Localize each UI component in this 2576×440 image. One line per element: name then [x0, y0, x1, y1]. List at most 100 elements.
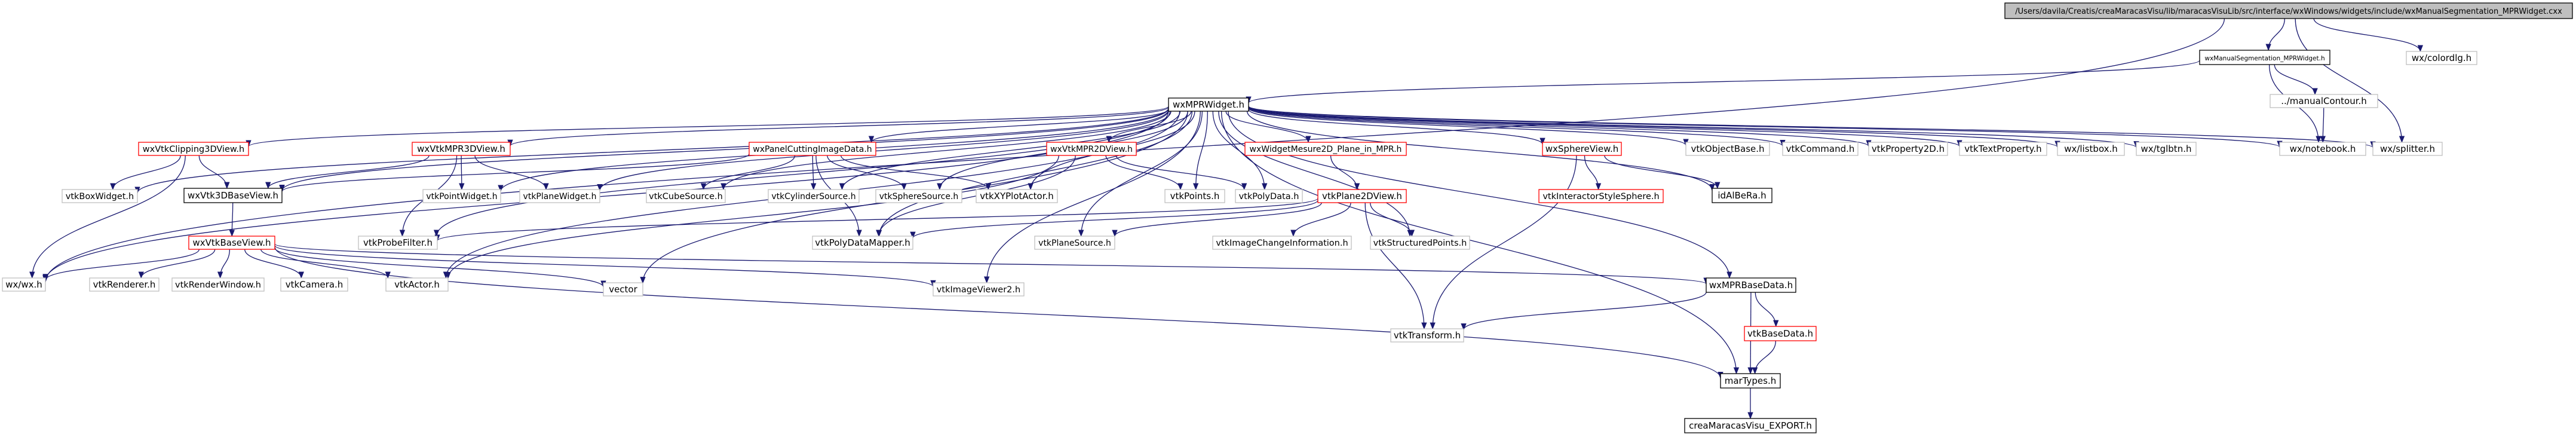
- node-label: vtkRenderer.h: [93, 279, 156, 290]
- node-box: [2057, 142, 2125, 156]
- node-wxVtkMPR3DView[interactable]: wxVtkMPR3DView.h: [412, 142, 511, 156]
- node-creaMaracasVisu_EXPORT[interactable]: creaMaracasVisu_EXPORT.h: [1684, 418, 1817, 433]
- node-label: vtkPlaneWidget.h: [523, 192, 597, 201]
- edge-wxMPRWidget-to-vtkProperty2D: [1248, 106, 1872, 147]
- edge-vtkBaseData-to-marTypes: [1752, 340, 1777, 375]
- node-vtkProperty2D[interactable]: vtkProperty2D.h: [1868, 142, 1948, 156]
- edge-wxMPRWidget-to-wxPanelCutting: [869, 109, 1169, 143]
- node-label: vtkPlane2DView.h: [1322, 191, 1402, 201]
- node-box: [1244, 142, 1407, 156]
- node-colordlg[interactable]: wx/colordlg.h: [2406, 51, 2477, 65]
- edge-wxSphereView-to-vtkTransform: [1430, 155, 1577, 330]
- node-box: [1370, 236, 1470, 250]
- node-vtkPlaneSource[interactable]: vtkPlaneSource.h: [1034, 236, 1115, 250]
- node-label: vtkBaseData.h: [1747, 328, 1813, 339]
- node-label: wxVtkMPR3DView.h: [417, 143, 505, 154]
- edge-wxMPRBaseData-to-vtkTransform: [1461, 292, 1707, 331]
- node-vtkProbeFilter[interactable]: vtkProbeFilter.h: [358, 236, 438, 250]
- node-label: vtkImageViewer2.h: [937, 285, 1020, 295]
- node-label: wx/tglbtn.h: [2141, 143, 2192, 154]
- node-label: vtkPointWidget.h: [426, 192, 497, 201]
- node-vector[interactable]: vector: [603, 282, 643, 297]
- node-wxnotebook[interactable]: wx/notebook.h: [2279, 142, 2366, 156]
- node-vtkPolyDataMapper[interactable]: vtkPolyDataMapper.h: [812, 236, 913, 250]
- node-box: [933, 282, 1025, 297]
- node-vtkImageChangeInformation[interactable]: vtkImageChangeInformation.h: [1212, 236, 1352, 250]
- node-box: [62, 189, 138, 203]
- node-vtkRenderer[interactable]: vtkRenderer.h: [89, 277, 160, 292]
- node-vtkTransform[interactable]: vtkTransform.h: [1390, 328, 1464, 343]
- node-box: [183, 188, 283, 203]
- node-wxVtk3DBaseView[interactable]: wxVtk3DBaseView.h: [183, 188, 283, 203]
- node-vtkCubeSource[interactable]: vtkCubeSource.h: [646, 189, 726, 203]
- node-vtkObjectBase[interactable]: vtkObjectBase.h: [1685, 142, 1770, 156]
- node-wxPanelCutting[interactable]: wxPanelCuttingImageData.h: [749, 142, 876, 156]
- edge-wxMPRWidget-to-vtkCubeSource: [720, 111, 1172, 191]
- node-wxVtkMPR2DView[interactable]: wxVtkMPR2DView.h: [1046, 142, 1137, 156]
- edge-wxVtkMPR2DView-to-vtkPoints: [1105, 155, 1183, 191]
- node-wxSphereView[interactable]: wxSphereView.h: [1542, 142, 1622, 156]
- node-box: [1235, 189, 1303, 203]
- edge-wxSphereView-to-idAlBeRa: [1604, 155, 1721, 190]
- node-box: [188, 236, 275, 250]
- node-label: vtkCamera.h: [286, 279, 344, 290]
- node-box: [1706, 277, 1796, 293]
- node-vtkRenderWindow[interactable]: vtkRenderWindow.h: [171, 277, 265, 292]
- edge-vtkPlane2DView-to-vtkStructuredPoints: [1370, 202, 1415, 237]
- node-box: [2136, 142, 2197, 156]
- node-vtkXYPlotActor[interactable]: vtkXYPlotActor.h: [976, 189, 1058, 203]
- node-marTypes[interactable]: marTypes.h: [1720, 373, 1781, 389]
- edge-wxMPRWidget-to-vtkStructuredPoints: [1218, 111, 1413, 237]
- node-vtkCommand[interactable]: vtkCommand.h: [1782, 142, 1859, 156]
- edge-wxVtkBaseView-to-marTypes: [274, 246, 1724, 379]
- node-vtkPlaneWidget[interactable]: vtkPlaneWidget.h: [519, 189, 600, 203]
- node-label: wx/notebook.h: [2290, 143, 2356, 154]
- node-vtkPointWidget[interactable]: vtkPointWidget.h: [422, 189, 501, 203]
- node-vtkPlane2DView[interactable]: vtkPlane2DView.h: [1317, 189, 1407, 203]
- node-box: [1046, 142, 1137, 156]
- node-box: [749, 142, 876, 156]
- node-vtkCamera[interactable]: vtkCamera.h: [280, 277, 348, 292]
- edge-wxVtkMPR3DView-to-vtkPointWidget: [459, 155, 465, 191]
- node-vtkSphereSource[interactable]: vtkSphereSource.h: [875, 189, 962, 203]
- edge-wxVtkClipping3DView-to-wxwx: [29, 155, 186, 279]
- node-box: [2004, 2, 2573, 19]
- node-box: [2372, 142, 2443, 156]
- edge-wxPanelCutting-to-vtkCylinderSource: [811, 155, 817, 191]
- node-root[interactable]: /Users/davila/Creatis/creaMaracasVisu/li…: [2004, 2, 2573, 19]
- node-wxlistbox[interactable]: wx/listbox.h: [2057, 142, 2125, 156]
- node-vtkImageViewer2[interactable]: vtkImageViewer2.h: [933, 282, 1025, 297]
- node-idAlBeRa[interactable]: idAlBeRa.h: [1712, 188, 1772, 203]
- node-wxMPRBaseData[interactable]: wxMPRBaseData.h: [1706, 277, 1796, 293]
- node-vtkStructuredPoints[interactable]: vtkStructuredPoints.h: [1370, 236, 1470, 250]
- node-wxWidgetMesure2D[interactable]: wxWidgetMesure2D_Plane_in_MPR.h: [1244, 142, 1407, 156]
- node-manualContour[interactable]: ../manualContour.h: [2270, 94, 2378, 108]
- edge-wxMPRWidget-to-wxVtkMPR3DView: [507, 106, 1169, 147]
- node-label: wxWidgetMesure2D_Plane_in_MPR.h: [1250, 145, 1402, 154]
- edge-wxMPRWidget-to-wxlistbox: [1248, 106, 2060, 148]
- node-wxtglbtn[interactable]: wx/tglbtn.h: [2136, 142, 2197, 156]
- node-vtkBaseData[interactable]: vtkBaseData.h: [1744, 326, 1817, 341]
- node-wxVtkClipping3DView[interactable]: wxVtkClipping3DView.h: [138, 142, 249, 156]
- edge-wxMPRWidget-to-wxnotebook: [1248, 106, 2283, 148]
- edge-wxPanelCutting-to-vtkSphereSource: [827, 155, 907, 191]
- node-vtkBoxWidget[interactable]: vtkBoxWidget.h: [62, 189, 138, 203]
- node-vtkPolyData[interactable]: vtkPolyData.h: [1235, 189, 1303, 203]
- node-box: [1684, 418, 1817, 433]
- node-vtkActor[interactable]: vtkActor.h: [385, 277, 449, 292]
- node-vtkPoints[interactable]: vtkPoints.h: [1164, 189, 1225, 203]
- node-vtkTextProperty[interactable]: vtkTextProperty.h: [1959, 142, 2047, 156]
- node-label: wxPanelCuttingImageData.h: [753, 145, 872, 154]
- node-wxwx[interactable]: wx/wx.h: [2, 277, 46, 292]
- node-wxMPRWidget[interactable]: wxMPRWidget.h: [1168, 97, 1249, 112]
- node-vtkCylinderSource[interactable]: vtkCylinderSource.h: [768, 189, 860, 203]
- node-box: [1317, 189, 1407, 203]
- node-wxsplitter[interactable]: wx/splitter.h: [2372, 142, 2443, 156]
- node-wxManualSeg[interactable]: wxManualSegmentation_MPRWidget.h: [2199, 50, 2330, 65]
- node-box: [1959, 142, 2047, 156]
- node-label: vtkSphereSource.h: [879, 192, 959, 201]
- node-wxVtkBaseView[interactable]: wxVtkBaseView.h: [188, 236, 275, 250]
- edge-wxMPRWidget-to-vtkPoints: [1192, 111, 1208, 191]
- node-vtkInteractorStyleSphere[interactable]: vtkInteractorStyleSphere.h: [1538, 189, 1664, 203]
- dependency-edges: [29, 18, 2423, 420]
